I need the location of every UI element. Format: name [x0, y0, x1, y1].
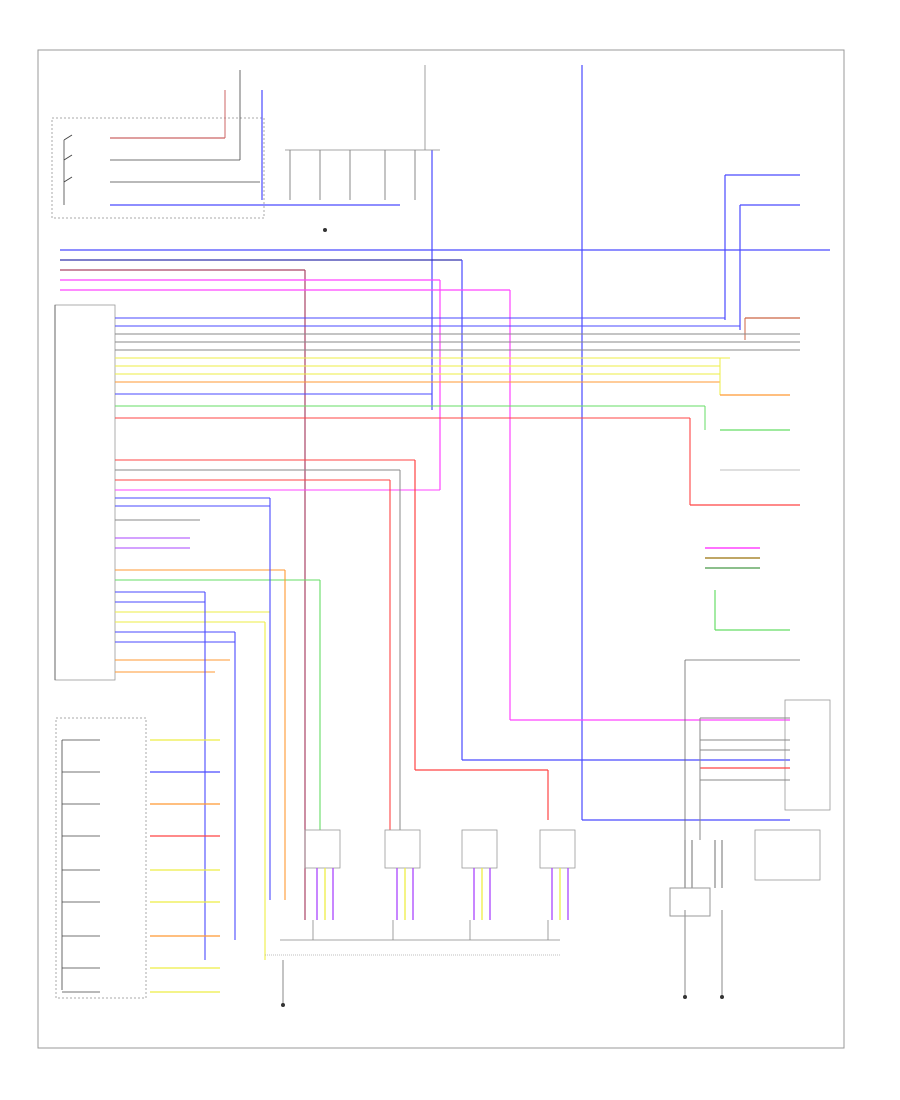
- top-left-switch: [51, 70, 400, 219]
- seat-wires: [62, 739, 220, 993]
- right-top-connectors: [724, 174, 800, 340]
- right-middle-connector: [684, 547, 800, 840]
- sensor-box: [461, 829, 498, 869]
- top-fuse-feeds: [285, 65, 790, 821]
- top-harness: [60, 228, 830, 920]
- control-module: [54, 304, 116, 681]
- sensors: [304, 829, 723, 940]
- diagram-border: [37, 49, 845, 1049]
- seat-switch-block: [55, 717, 147, 999]
- ground-bus: [265, 887, 724, 1007]
- sensor-box: [539, 829, 576, 869]
- sensor-box: [384, 829, 421, 869]
- right-connectors: [690, 349, 800, 506]
- module-wires: [115, 317, 800, 960]
- right-lower-module: [699, 699, 831, 881]
- sensor-box: [304, 829, 341, 869]
